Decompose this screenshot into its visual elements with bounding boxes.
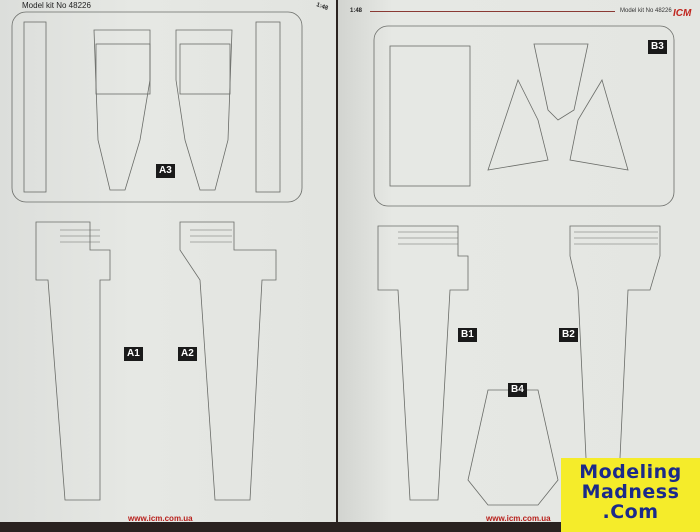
sprue-b-drawing (373, 25, 675, 506)
modeling-madness-watermark: Modeling Madness .Com (561, 458, 700, 532)
header-text: Model kit No 48226 (620, 8, 672, 14)
part-label-a1: A1 (124, 347, 143, 361)
part-label-a2: A2 (178, 347, 197, 361)
icm-logo: ICM (673, 8, 692, 19)
left-page: Model kit No 48226 1:48 A3 A1 A2 www.icm… (0, 0, 336, 522)
part-label-b2: B2 (559, 328, 578, 342)
watermark-line2: Madness (581, 481, 680, 503)
part-label-b4: B4 (508, 383, 527, 397)
scale-label: 1:48 (350, 8, 363, 14)
watermark-line1: Modeling (579, 461, 682, 483)
watermark-line3: .Com (602, 501, 659, 523)
right-page: 1:48 Model kit No 48226 ICM B3 B1 B2 B4 … (338, 0, 700, 522)
header-text: Model kit No 48226 (22, 1, 91, 10)
part-label-b1: B1 (458, 328, 477, 342)
part-label-a3: A3 (156, 164, 175, 178)
part-label-b3: B3 (648, 40, 667, 54)
header-rule (370, 11, 615, 12)
footer-url: www.icm.com.ua (128, 514, 193, 522)
sprue-a-drawing (11, 11, 303, 501)
footer-url: www.icm.com.ua (486, 514, 551, 522)
